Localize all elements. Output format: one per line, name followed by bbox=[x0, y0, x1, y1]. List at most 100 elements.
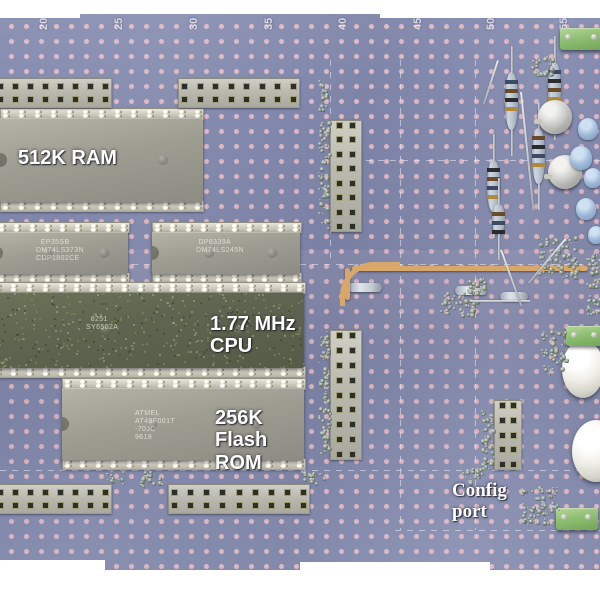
header-pin bbox=[300, 502, 307, 509]
socket-hole bbox=[66, 206, 74, 210]
io-header-bottom-mid[interactable] bbox=[168, 484, 310, 514]
solder-blob bbox=[326, 193, 331, 198]
header-pin bbox=[171, 489, 178, 496]
chip-surface-speckle bbox=[139, 293, 141, 295]
chip-surface-speckle bbox=[14, 338, 16, 340]
chip-surface-speckle bbox=[161, 315, 163, 317]
solder-blob bbox=[551, 342, 556, 347]
ruler-tick-45: 45 bbox=[412, 18, 424, 30]
header-pin bbox=[243, 96, 250, 103]
solder-blob bbox=[544, 518, 546, 520]
chip-surface-speckle bbox=[102, 357, 104, 359]
solder-blob bbox=[325, 105, 328, 108]
solder-blob bbox=[591, 267, 596, 272]
chip-surface-speckle bbox=[240, 366, 242, 368]
chip-surface-speckle bbox=[303, 363, 304, 365]
solder-blob bbox=[325, 156, 328, 159]
solder-blob bbox=[552, 358, 556, 362]
chip-surface-speckle bbox=[93, 341, 95, 343]
solder-joint-cluster bbox=[540, 330, 570, 378]
header-pin bbox=[42, 96, 49, 103]
io-header-bottom-left[interactable] bbox=[0, 484, 112, 514]
chip-surface-speckle bbox=[190, 351, 192, 353]
solder-blob bbox=[320, 167, 325, 172]
transistor-can bbox=[538, 100, 572, 134]
ram-label: 512K RAM bbox=[18, 147, 117, 169]
socket-hole bbox=[201, 372, 209, 376]
header-pin-row bbox=[181, 81, 297, 93]
solder-blob bbox=[554, 493, 556, 495]
header-pin bbox=[510, 446, 517, 453]
solder-joint-cluster bbox=[300, 470, 328, 486]
chip-surface-speckle bbox=[174, 344, 176, 346]
chip-surface-speckle bbox=[50, 325, 52, 327]
solder-blob bbox=[543, 365, 546, 368]
solder-blob bbox=[326, 219, 330, 223]
header-pin-row bbox=[498, 402, 508, 468]
chip-mold-dimple bbox=[267, 248, 277, 258]
chip-surface-speckle bbox=[69, 338, 71, 340]
solder-blob bbox=[565, 359, 569, 363]
chip-surface-speckle bbox=[207, 337, 209, 339]
resistor-color-band bbox=[487, 168, 500, 172]
header-pin bbox=[0, 502, 4, 509]
chip-surface-speckle bbox=[79, 301, 81, 303]
solder-blob bbox=[328, 373, 330, 375]
chip-surface-speckle bbox=[135, 332, 137, 334]
bus-header-upper[interactable] bbox=[330, 120, 362, 232]
solder-blob bbox=[541, 496, 546, 501]
chip-surface-speckle bbox=[143, 331, 145, 333]
expansion-header-right[interactable] bbox=[178, 78, 300, 108]
solder-blob bbox=[536, 521, 540, 525]
chip-surface-speckle bbox=[45, 329, 47, 331]
solder-joint-cluster bbox=[460, 276, 488, 296]
config-port-header[interactable] bbox=[494, 400, 522, 470]
chip-surface-speckle bbox=[93, 300, 95, 302]
header-pin bbox=[0, 83, 4, 90]
header-pin bbox=[72, 502, 79, 509]
chip-markings: ATMEL AT49F001T -70JC 9618 bbox=[135, 410, 175, 442]
chip-surface-speckle bbox=[51, 300, 53, 302]
solder-blob bbox=[555, 239, 559, 243]
chip-surface-speckle bbox=[103, 360, 105, 362]
header-pin bbox=[284, 502, 291, 509]
chip-surface-speckle bbox=[89, 364, 91, 366]
socket-hole bbox=[26, 372, 34, 376]
header-pin bbox=[499, 402, 506, 409]
resistor-color-band bbox=[505, 89, 518, 93]
chip-surface-speckle bbox=[85, 340, 87, 342]
expansion-header-left[interactable] bbox=[0, 78, 112, 108]
chip-surface-speckle bbox=[184, 361, 186, 363]
socket-hole bbox=[79, 464, 87, 468]
solder-blob bbox=[322, 342, 325, 345]
chip-surface-speckle bbox=[205, 315, 207, 317]
bus-header-lower[interactable] bbox=[330, 330, 362, 460]
header-pin-row bbox=[0, 81, 109, 93]
chip-surface-speckle bbox=[175, 324, 177, 326]
solder-blob bbox=[592, 311, 596, 315]
solder-blob bbox=[543, 521, 547, 525]
chip-surface-speckle bbox=[4, 365, 6, 367]
solder-blob bbox=[565, 275, 569, 279]
solder-blob bbox=[321, 84, 325, 88]
resistor-color-band bbox=[505, 107, 518, 111]
header-pin bbox=[336, 165, 343, 172]
chip-surface-speckle bbox=[120, 319, 122, 321]
chip-surface-speckle bbox=[194, 334, 196, 336]
header-pin bbox=[336, 436, 343, 443]
resistor-color-band bbox=[492, 212, 505, 216]
solder-blob bbox=[523, 511, 527, 515]
chip-surface-speckle bbox=[250, 367, 252, 368]
solder-blob bbox=[554, 258, 559, 263]
chip-surface-speckle bbox=[184, 325, 186, 327]
solder-blob bbox=[322, 351, 326, 355]
header-pin bbox=[87, 489, 94, 496]
solder-joint-cluster bbox=[318, 78, 330, 112]
socket-hole bbox=[248, 372, 256, 376]
solder-blob bbox=[560, 266, 564, 270]
solder-blob bbox=[522, 503, 524, 505]
solder-blob bbox=[566, 347, 568, 349]
resistor-color-band bbox=[532, 163, 545, 167]
header-pin bbox=[236, 489, 243, 496]
solder-blob bbox=[521, 520, 525, 524]
